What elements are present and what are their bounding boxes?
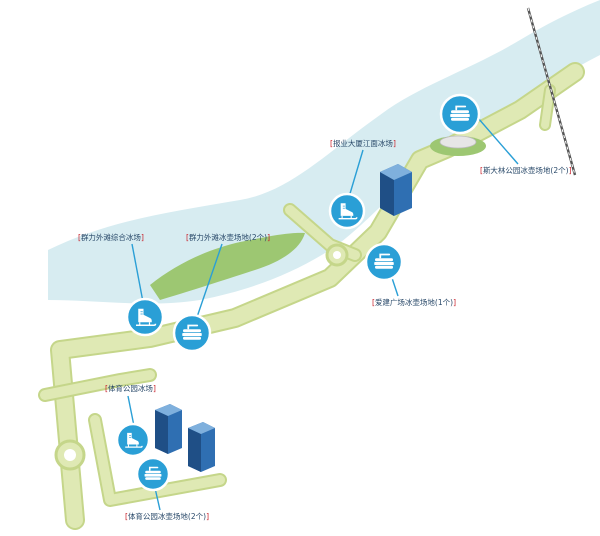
label-text: 爱建广场冰壶场地(1个): [374, 298, 454, 307]
baoye-skate-marker[interactable]: [328, 192, 366, 230]
label-text: 群力外滩综合冰场: [80, 233, 141, 242]
building: [380, 164, 412, 216]
label-baoye-rink: [报业大厦江面冰场]: [330, 139, 396, 148]
label-aijian-curling: [爱建广场冰壶场地(1个)]: [372, 298, 456, 307]
label-text: 群力外滩冰壶场地(2个): [188, 233, 268, 242]
leader-lines: [127, 117, 519, 511]
tiyu-curling-marker[interactable]: [135, 456, 171, 492]
stalin-park-curling-marker[interactable]: [439, 93, 481, 135]
label-text: 斯大林公园冰壶场地(2个): [482, 166, 569, 175]
qunli-curling-marker[interactable]: [172, 313, 212, 353]
label-qunli-rink: [群力外滩综合冰场]: [78, 233, 144, 242]
qunli-skate-marker[interactable]: [125, 297, 165, 337]
label-tiyu-curling: [体育公园冰壶场地(2个)]: [125, 512, 209, 521]
label-text: 体育公园冰壶场地(2个): [127, 512, 207, 521]
label-qunli-curling: [群力外滩冰壶场地(2个)]: [186, 233, 270, 242]
riverside-park: [150, 232, 305, 300]
building: [155, 404, 182, 454]
label-text: 报业大厦江面冰场: [332, 139, 393, 148]
label-tiyu-rink: [体育公园冰场]: [105, 384, 156, 393]
railway-bridge: [526, 7, 577, 176]
tiyu-skate-marker[interactable]: [115, 422, 151, 458]
aijian-curling-marker[interactable]: [364, 242, 404, 282]
building: [188, 422, 215, 472]
road-network: [38, 62, 585, 530]
label-text: 体育公园冰场: [107, 384, 153, 393]
label-stalin-park-curling: [斯大林公园冰壶场地(2个)]: [480, 166, 572, 175]
river: [48, 0, 600, 304]
